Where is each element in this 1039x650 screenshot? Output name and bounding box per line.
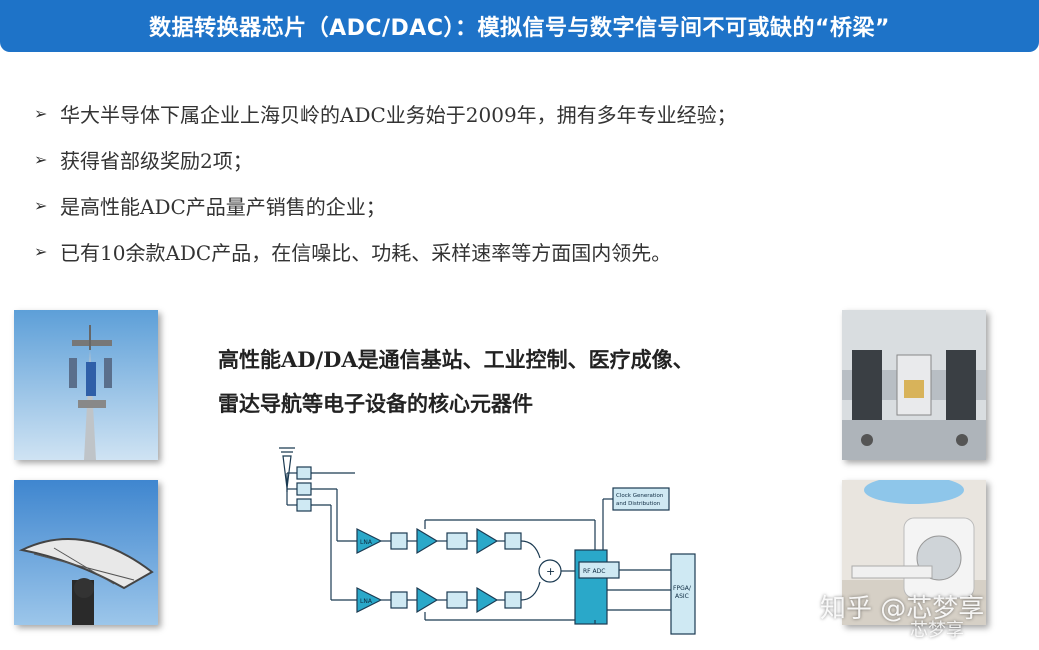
bullet-text: 华大半导体下属企业上海贝岭的ADC业务始于2009年，拥有多年专业经验； <box>60 102 737 127</box>
list-item: ➢ 获得省部级奖励2项； <box>34 136 737 182</box>
rf-block-diagram: LNA LNA + RF ADC Clock Generation and Di… <box>279 447 696 635</box>
medical-scanner-photo <box>842 480 986 625</box>
watermark: 知乎 @芯梦享 <box>820 594 985 624</box>
tagline: 高性能AD/DA是通信基站、工业控制、医疗成像、 雷达导航等电子设备的核心元器件 <box>218 338 694 426</box>
fpga-label: FPGA/ <box>673 585 692 592</box>
bullet-text: 已有10余款ADC产品，在信噪比、功耗、采样速率等方面国内领先。 <box>60 240 672 265</box>
arrow-bullet-icon: ➢ <box>34 149 48 169</box>
bullet-text: 获得省部级奖励2项； <box>60 148 253 173</box>
lna-label: LNA <box>360 539 373 546</box>
arrow-bullet-icon: ➢ <box>34 241 48 261</box>
industrial-machine-photo <box>842 310 986 460</box>
tagline-line: 雷达导航等电子设备的核心元器件 <box>218 391 533 416</box>
fpga-label: ASIC <box>675 593 689 600</box>
arrow-bullet-icon: ➢ <box>34 103 48 123</box>
watermark-small: 芯梦享 <box>910 620 964 641</box>
tagline-line: 高性能AD/DA是通信基站、工业控制、医疗成像、 <box>218 347 694 372</box>
clock-label: Clock Generation <box>616 493 664 499</box>
title-bar: 数据转换器芯片（ADC/DAC）：模拟信号与数字信号间不可或缺的“桥梁” <box>0 0 1039 52</box>
mixer-symbol: + <box>546 565 555 578</box>
page-title: 数据转换器芯片（ADC/DAC）：模拟信号与数字信号间不可或缺的“桥梁” <box>149 16 890 41</box>
lna-label: LNA <box>360 598 373 605</box>
list-item: ➢ 华大半导体下属企业上海贝岭的ADC业务始于2009年，拥有多年专业经验； <box>34 90 737 136</box>
antenna-icon <box>279 447 295 489</box>
bullet-list: ➢ 华大半导体下属企业上海贝岭的ADC业务始于2009年，拥有多年专业经验； ➢ 获… <box>34 90 737 274</box>
arrow-bullet-icon: ➢ <box>34 195 48 215</box>
rf-adc-label: RF ADC <box>583 568 605 575</box>
clock-label: and Distribution <box>616 501 661 507</box>
cell-tower-photo <box>14 310 158 460</box>
list-item: ➢ 已有10余款ADC产品，在信噪比、功耗、采样速率等方面国内领先。 <box>34 228 737 274</box>
satellite-dish-photo <box>14 480 158 625</box>
list-item: ➢ 是高性能ADC产品量产销售的企业； <box>34 182 737 228</box>
bullet-text: 是高性能ADC产品量产销售的企业； <box>60 194 386 219</box>
